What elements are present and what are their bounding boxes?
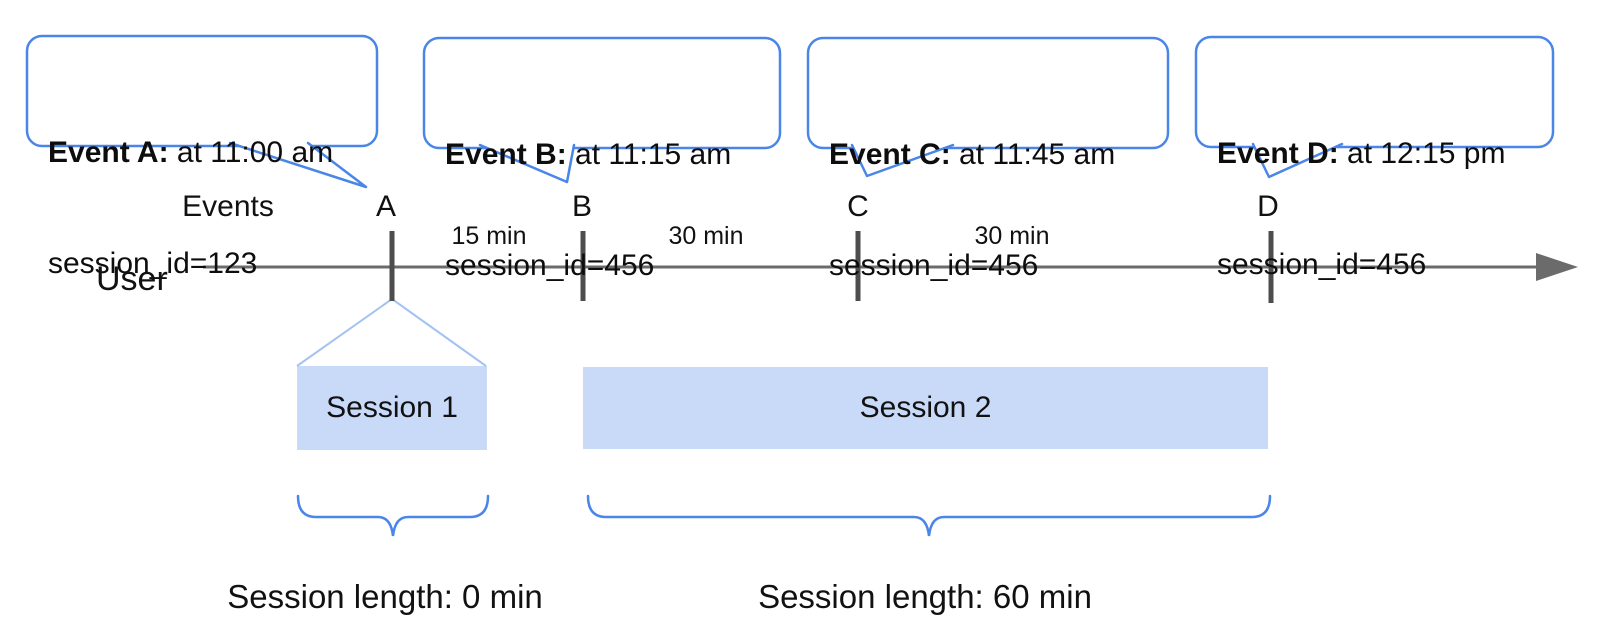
- bubble-b-text: Event B: at 11:15 am session_id=456: [445, 62, 731, 358]
- speech-bubble-a: [25, 34, 379, 148]
- session-1-label: Session 1: [326, 391, 458, 424]
- bubble-d-line-1: Event D: at 12:15 pm: [1217, 135, 1505, 172]
- bubble-a-title: Event A:: [48, 136, 169, 169]
- bubble-a-text: Event A: at 11:00 am session_id=123: [48, 60, 333, 356]
- bubble-a-time: at 11:00 am: [168, 136, 334, 169]
- events-axis-label: Events: [182, 190, 274, 223]
- event-mark-d: D: [1257, 190, 1279, 223]
- bubble-d-session-id: session_id=456: [1217, 248, 1427, 281]
- interval-b-c: 30 min: [668, 222, 744, 250]
- session-2-box: [583, 367, 1268, 449]
- session-1-length-label: Session length: 0 min: [227, 578, 543, 615]
- bubble-d-text: Event D: at 12:15 pm session_id=456: [1217, 61, 1505, 357]
- bubble-c-title: Event C:: [829, 138, 951, 171]
- bubble-a-session-id: session_id=123: [48, 247, 258, 280]
- user-axis-label: User: [96, 260, 168, 298]
- bubble-a-line-1: Event A: at 11:00 am: [48, 134, 333, 171]
- bubble-b-line-1: Event B: at 11:15 am: [445, 136, 731, 173]
- interval-c-d: 30 min: [974, 222, 1050, 250]
- bubble-c-time: at 11:45 am: [950, 138, 1116, 171]
- session-2-length-label: Session length: 60 min: [758, 578, 1092, 615]
- bubble-tail-b: [478, 143, 576, 184]
- bubble-c-session-id: session_id=456: [829, 249, 1039, 282]
- speech-bubble-d: [1194, 35, 1555, 149]
- bubble-tail-c: [850, 143, 955, 178]
- bubble-tail-a: [228, 141, 368, 189]
- event-mark-c: C: [847, 190, 869, 223]
- bubble-b-session-id: session_id=456: [445, 249, 655, 282]
- bubble-c-line-1: Event C: at 11:45 am: [829, 136, 1115, 173]
- bubble-d-title: Event D:: [1217, 137, 1339, 170]
- bubble-b-time: at 11:15 am: [566, 138, 732, 171]
- session-1-funnel-lines: [296, 298, 487, 367]
- bubble-b-title: Event B:: [445, 138, 567, 171]
- speech-bubble-b: [422, 36, 782, 150]
- event-mark-b: B: [571, 190, 593, 223]
- brace-session-2: [586, 494, 1272, 537]
- session-2-label: Session 2: [859, 391, 992, 424]
- timeline-arrowhead-icon: [1536, 253, 1578, 281]
- event-mark-a: A: [375, 190, 397, 223]
- session-1-box: [297, 366, 487, 450]
- bubble-tail-d: [1251, 142, 1344, 179]
- brace-session-1: [296, 494, 490, 537]
- bubble-c-text: Event C: at 11:45 am session_id=456: [829, 62, 1115, 358]
- bubble-d-time: at 12:15 pm: [1338, 137, 1506, 170]
- interval-a-b: 15 min: [451, 222, 527, 250]
- speech-bubble-c: [806, 36, 1170, 150]
